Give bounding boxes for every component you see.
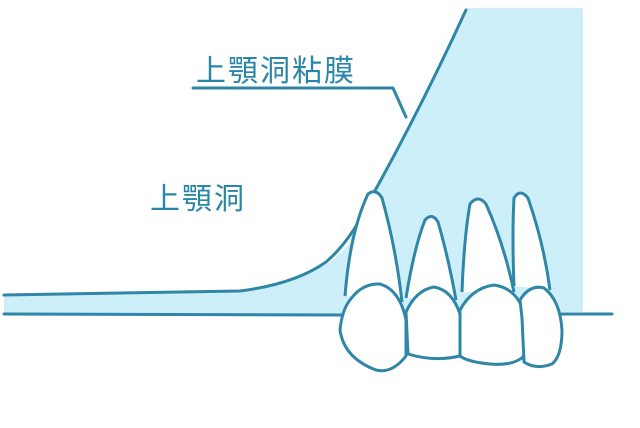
membrane-label: 上顎洞粘膜: [196, 54, 356, 89]
tooth-crown-2: [404, 285, 462, 361]
tooth-crown-4: [518, 285, 564, 369]
tooth-root-3: [460, 197, 516, 293]
tooth-crown-1: [338, 282, 408, 373]
sinus-floor-band: [4, 240, 352, 315]
tooth-root-1: [343, 190, 404, 303]
alveolar-floor-line: [2, 312, 347, 317]
membrane-leader-line: [191, 86, 408, 119]
sinus-label: 上顎洞: [150, 182, 246, 217]
tooth-root-4: [511, 191, 552, 291]
tooth-root-2: [404, 215, 458, 301]
tooth-crown-3: [458, 283, 526, 366]
